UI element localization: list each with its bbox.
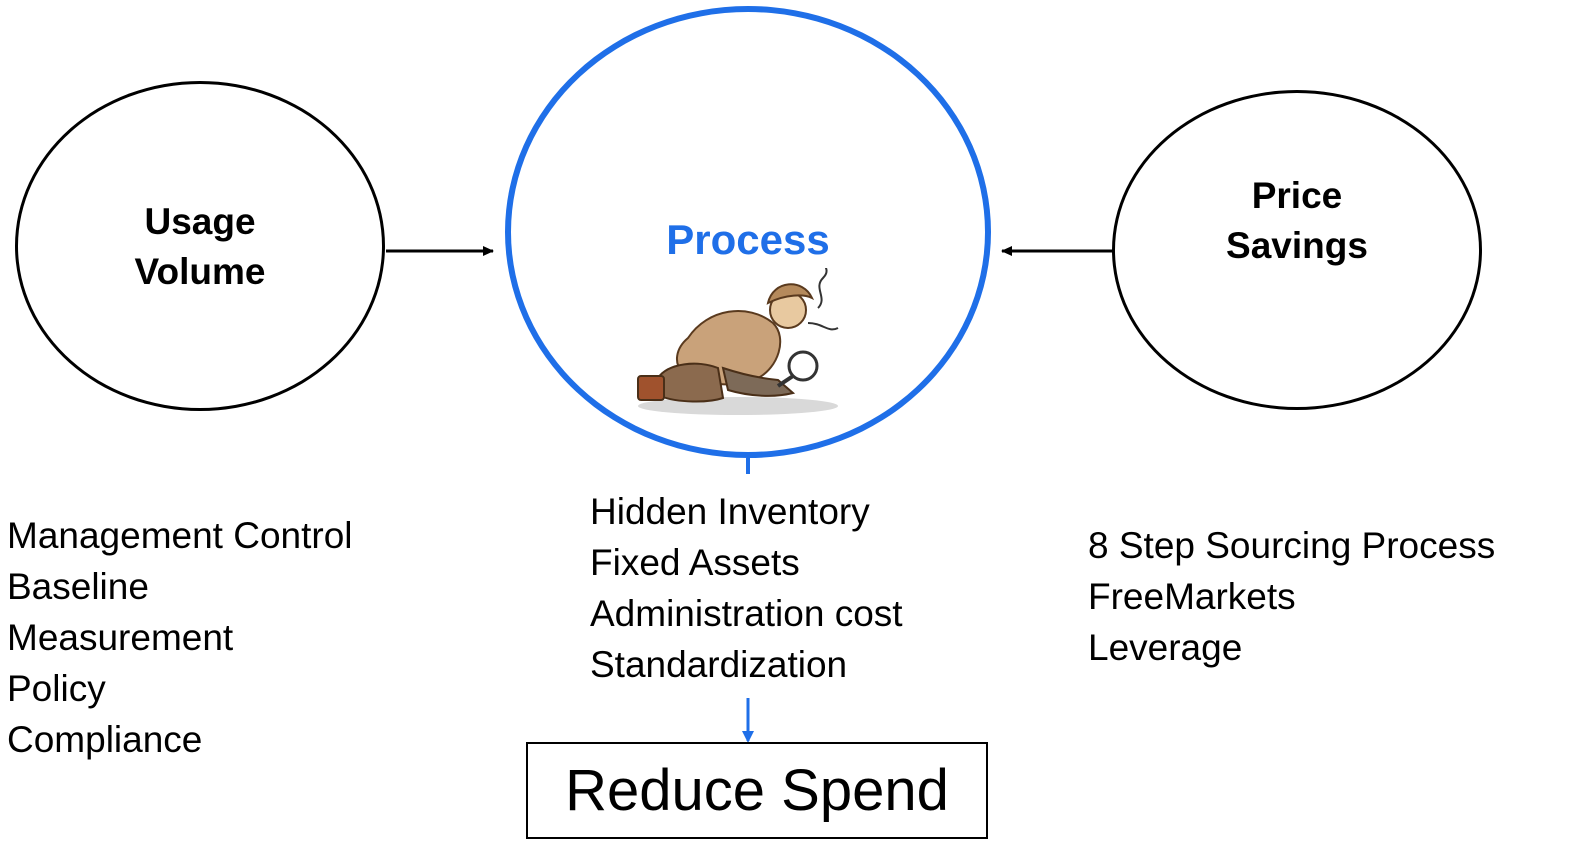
list-item: 8 Step Sourcing Process [1088, 525, 1496, 566]
price-savings-title-line2: Savings [1226, 225, 1368, 266]
list-item: Fixed Assets [590, 542, 800, 583]
usage-volume-title-line2: Volume [134, 251, 266, 292]
process-circle: Process [505, 6, 991, 458]
price-savings-circle: Price Savings [1112, 90, 1482, 410]
price-savings-title-line1: Price [1251, 175, 1343, 216]
list-item: Policy [7, 668, 106, 709]
list-item: Baseline [7, 566, 149, 607]
list-item: Measurement [7, 617, 234, 658]
list-item: FreeMarkets [1088, 576, 1296, 617]
list-item: Management Control [7, 515, 353, 556]
list-item: Leverage [1088, 627, 1243, 668]
reduce-spend-box: Reduce Spend [526, 742, 988, 839]
list-item: Administration cost [590, 593, 903, 634]
usage-volume-items: Management Control Baseline Measurement … [7, 510, 353, 765]
usage-volume-circle: Usage Volume [15, 81, 385, 411]
process-title: Process [666, 216, 830, 263]
process-items: Hidden Inventory Fixed Assets Administra… [590, 486, 903, 690]
list-item: Hidden Inventory [590, 491, 870, 532]
usage-volume-title-line1: Usage [144, 201, 256, 242]
price-savings-items: 8 Step Sourcing Process FreeMarkets Leve… [1088, 520, 1495, 673]
list-item: Standardization [590, 644, 848, 685]
list-item: Compliance [7, 719, 203, 760]
detective-icon [637, 268, 839, 415]
